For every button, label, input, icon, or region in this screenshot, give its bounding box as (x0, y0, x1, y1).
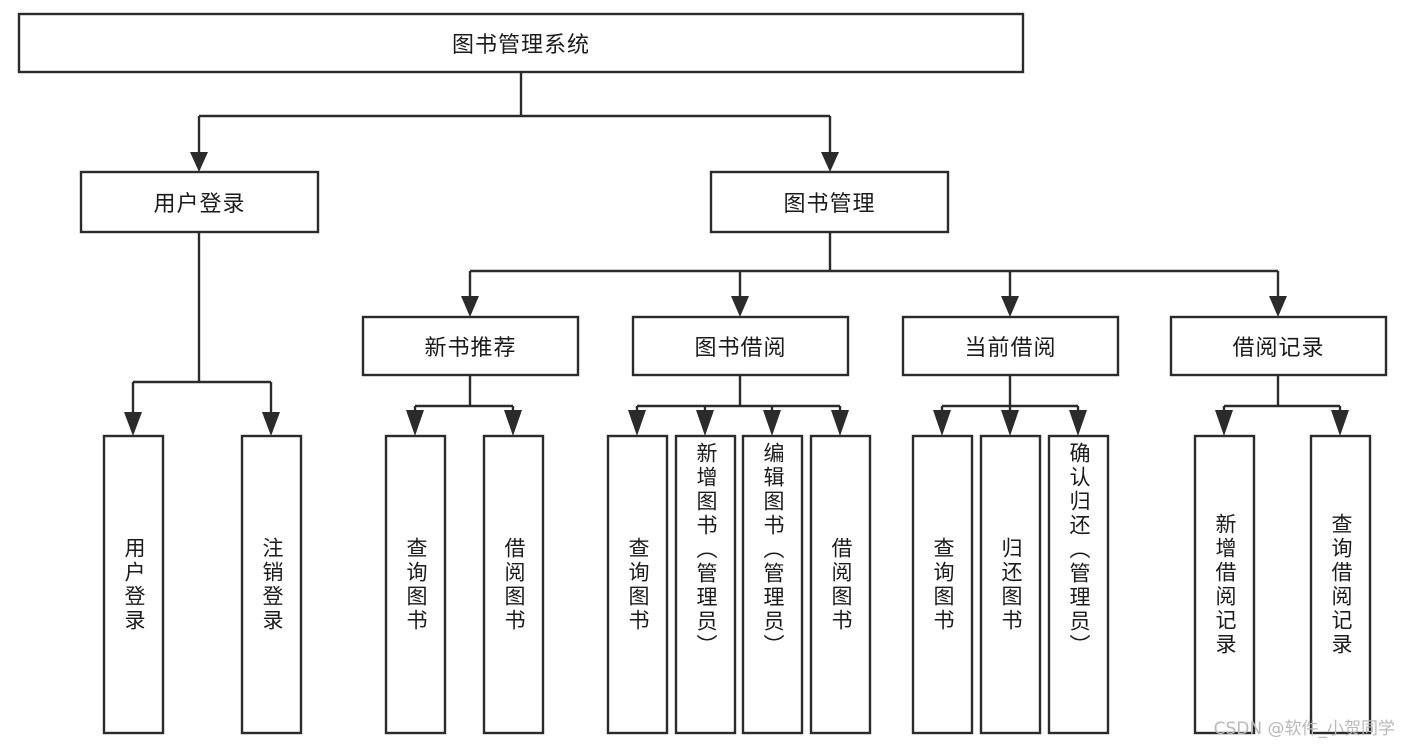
arrow-head-recommend-leaf-1 (504, 410, 522, 436)
node-current-borrow[interactable] (901, 315, 1120, 377)
node-leaf-record-add[interactable] (1193, 434, 1256, 735)
node-leaf-recommend-borrow-book[interactable] (482, 434, 545, 735)
arrow-head-current-leaf-1 (1001, 410, 1019, 436)
arrow-head-borrow-leaf-1 (696, 410, 714, 436)
node-borrow-record[interactable] (1169, 315, 1388, 377)
node-leaf-recommend-query-book[interactable] (384, 434, 447, 735)
node-leaf-record-query[interactable] (1309, 434, 1372, 735)
arrow-head-recommend-leaf-0 (406, 410, 424, 436)
arrow-head-book-borrow (731, 296, 749, 317)
arrow-head-new-book-recommend (461, 296, 479, 317)
node-leaf-borrow-edit-book[interactable] (741, 434, 804, 735)
node-root-system[interactable] (17, 12, 1025, 74)
arrow-head-current-leaf-0 (933, 410, 951, 436)
arrow-head-user-login (190, 152, 208, 172)
node-leaf-current-query-book[interactable] (911, 434, 974, 735)
arrow-head-current-borrow (1001, 296, 1019, 317)
arrow-head-borrow-record (1269, 296, 1287, 317)
arrow-head-leaf-logout (262, 412, 280, 436)
node-book-management[interactable] (709, 170, 950, 234)
node-leaf-current-return-book[interactable] (979, 434, 1042, 735)
node-user-login[interactable] (79, 170, 320, 234)
arrow-head-current-leaf-2 (1069, 410, 1087, 436)
arrow-head-record-leaf-1 (1331, 410, 1349, 436)
arrow-head-borrow-leaf-0 (628, 410, 646, 436)
node-leaf-current-confirm-return[interactable] (1047, 434, 1110, 735)
node-leaf-borrow-add-book[interactable] (674, 434, 737, 735)
node-leaf-borrow-query-book[interactable] (606, 434, 669, 735)
arrow-head-record-leaf-0 (1215, 410, 1233, 436)
node-leaf-logout[interactable] (240, 434, 303, 735)
node-new-book-recommend[interactable] (361, 315, 580, 377)
arrow-head-borrow-leaf-2 (763, 410, 781, 436)
node-leaf-borrow-borrow-book[interactable] (809, 434, 872, 735)
node-leaf-user-login[interactable] (102, 434, 165, 735)
arrow-head-book-manage (821, 152, 839, 172)
arrow-head-leaf-user-login (124, 412, 142, 436)
node-book-borrow[interactable] (631, 315, 850, 377)
arrow-head-borrow-leaf-3 (831, 410, 849, 436)
